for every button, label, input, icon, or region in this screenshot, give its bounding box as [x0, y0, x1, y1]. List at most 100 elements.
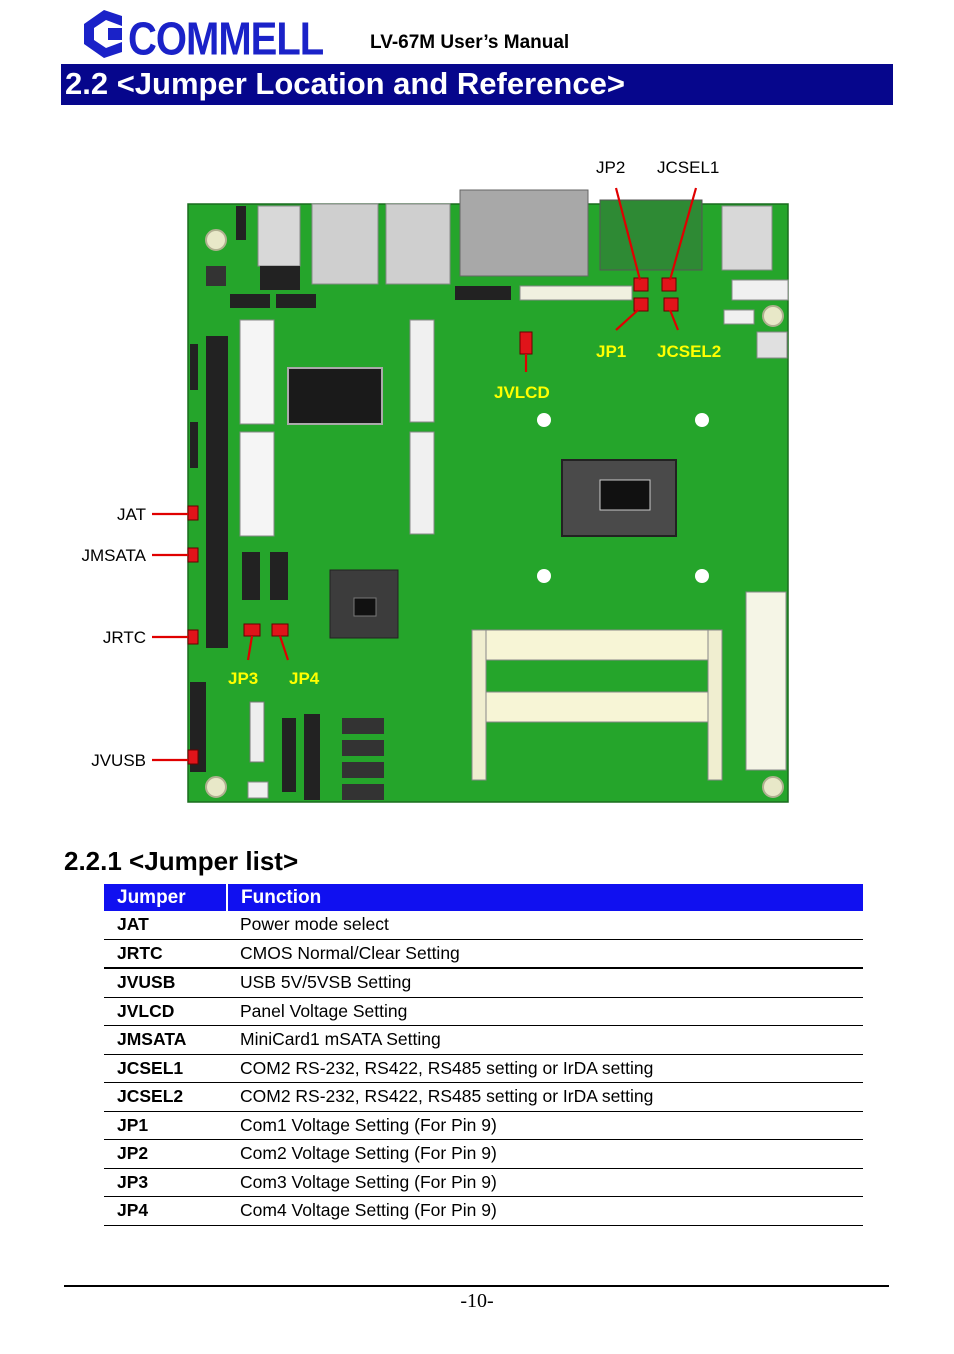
- footer-divider: [64, 1285, 889, 1287]
- jumper-jcsel2: [663, 297, 679, 312]
- jumper-jrtc: [187, 629, 199, 645]
- function-cell: Com4 Voltage Setting (For Pin 9): [227, 1196, 863, 1226]
- pin-header: [282, 718, 296, 792]
- minicard-latch: [239, 319, 275, 425]
- usb-port: [257, 205, 301, 267]
- pin-header: [190, 344, 198, 390]
- battery-holder: [249, 701, 265, 763]
- pin-header: [304, 714, 320, 800]
- jumper-jp1: [633, 297, 649, 312]
- mounting-hole: [205, 229, 227, 251]
- table-row: JCSEL2 COM2 RS-232, RS422, RS485 setting…: [104, 1082, 863, 1112]
- function-cell: Com2 Voltage Setting (For Pin 9): [227, 1139, 863, 1169]
- function-cell: COM2 RS-232, RS422, RS485 setting or IrD…: [227, 1054, 863, 1083]
- pin-header: [260, 266, 300, 290]
- function-cell: Com1 Voltage Setting (For Pin 9): [227, 1111, 863, 1140]
- callout-jrtc: JRTC: [103, 628, 146, 647]
- table-row: JP2 Com2 Voltage Setting (For Pin 9): [104, 1139, 863, 1169]
- minicard-slot: [409, 431, 435, 535]
- small-connector: [723, 309, 755, 325]
- lan-port: [385, 203, 451, 285]
- callout-jp2: JP2: [596, 158, 625, 177]
- jumper-cell: JRTC: [104, 939, 227, 969]
- mounting-hole: [762, 305, 784, 327]
- commell-logo-icon: [84, 10, 122, 58]
- jumper-cell: JCSEL1: [104, 1054, 227, 1083]
- fan-connector: [247, 781, 269, 799]
- table-row: JVUSB USB 5V/5VSB Setting: [104, 968, 863, 998]
- board-layout-diagram: JP2 JCSEL1 JP1 JCSEL2 JVLCD JAT JMSATA J…: [81, 158, 789, 803]
- function-cell: CMOS Normal/Clear Setting: [227, 939, 863, 969]
- lan-port: [311, 203, 379, 285]
- sodimm-slot: [471, 629, 723, 661]
- sata-connector: [342, 762, 384, 778]
- table-row: JMSATA MiniCard1 mSATA Setting: [104, 1025, 863, 1055]
- callout-jp3: JP3: [228, 669, 258, 688]
- section-title: 2.2 <Jumper Location and Reference>: [65, 66, 625, 101]
- table-row: JCSEL1 COM2 RS-232, RS422, RS485 setting…: [104, 1054, 863, 1083]
- commell-logo: COMMELL: [78, 6, 324, 65]
- heatsink-hole: [695, 569, 709, 583]
- logo-text: COMMELL: [128, 14, 324, 65]
- jumper-cell: JP1: [104, 1111, 227, 1140]
- sata-connector: [342, 784, 384, 800]
- table-row: JRTC CMOS Normal/Clear Setting: [104, 939, 863, 969]
- function-cell: Panel Voltage Setting: [227, 997, 863, 1026]
- jumper-cell: JVUSB: [104, 968, 227, 998]
- jumper-cell: JP2: [104, 1139, 227, 1169]
- jumper-cell: JAT: [104, 911, 227, 940]
- function-cell: COM2 RS-232, RS422, RS485 setting or IrD…: [227, 1082, 863, 1112]
- jumper-list-title: 2.2.1 <Jumper list>: [64, 846, 299, 876]
- jumper-jp4: [271, 623, 289, 637]
- sodimm-latch: [471, 629, 487, 781]
- table-row: JAT Power mode select: [104, 911, 863, 940]
- callout-jcsel1: JCSEL1: [657, 158, 719, 177]
- mounting-hole: [205, 776, 227, 798]
- lvds-connector: [519, 285, 633, 301]
- sim-card-holder: [287, 367, 383, 425]
- page-number: -10-: [460, 1290, 494, 1312]
- table-row: JVLCD Panel Voltage Setting: [104, 997, 863, 1026]
- jumper-jmsata: [187, 547, 199, 563]
- chip: [206, 266, 226, 286]
- sata-connector: [342, 718, 384, 734]
- heatsink-hole: [537, 569, 551, 583]
- jumper-jvlcd: [519, 331, 533, 355]
- jumper-cell: JCSEL2: [104, 1082, 227, 1112]
- callout-jat: JAT: [117, 505, 146, 524]
- callout-jmsata: JMSATA: [81, 546, 146, 565]
- manual-title: LV-67M User’s Manual: [370, 32, 570, 53]
- callout-lines: [152, 187, 698, 762]
- table-header-row: Jumper Function: [104, 884, 863, 911]
- callout-jcsel2: JCSEL2: [657, 342, 721, 361]
- minicard-latch: [239, 431, 275, 537]
- sodimm-latch: [707, 629, 723, 781]
- heatsink-hole: [695, 413, 709, 427]
- function-cell: Power mode select: [227, 911, 863, 940]
- callout-jvusb: JVUSB: [91, 751, 146, 770]
- chipset-die: [353, 597, 377, 617]
- com-connector: [599, 199, 703, 271]
- pin-header: [455, 286, 511, 300]
- callout-jvlcd: JVLCD: [494, 383, 550, 402]
- vga-dvi-connector: [459, 189, 589, 277]
- header-function: Function: [227, 884, 863, 911]
- sodimm-slot: [481, 691, 713, 723]
- pcie-slot: [206, 336, 228, 648]
- jumper-jat: [187, 505, 199, 521]
- atx-power-connector: [745, 591, 787, 771]
- pin-header: [190, 422, 198, 468]
- mounting-hole: [762, 776, 784, 798]
- callout-jp1: JP1: [596, 342, 626, 361]
- heatsink-hole: [537, 413, 551, 427]
- cpu-die: [599, 479, 651, 511]
- usb-port: [721, 205, 773, 271]
- jumper-cell: JMSATA: [104, 1025, 227, 1055]
- function-cell: Com3 Voltage Setting (For Pin 9): [227, 1168, 863, 1197]
- ic: [242, 552, 260, 600]
- pin-header: [230, 294, 270, 308]
- jumper-jvusb: [187, 749, 199, 765]
- pin-header: [276, 294, 316, 308]
- table-row: JP4 Com4 Voltage Setting (For Pin 9): [104, 1196, 863, 1226]
- sata-connector: [342, 740, 384, 756]
